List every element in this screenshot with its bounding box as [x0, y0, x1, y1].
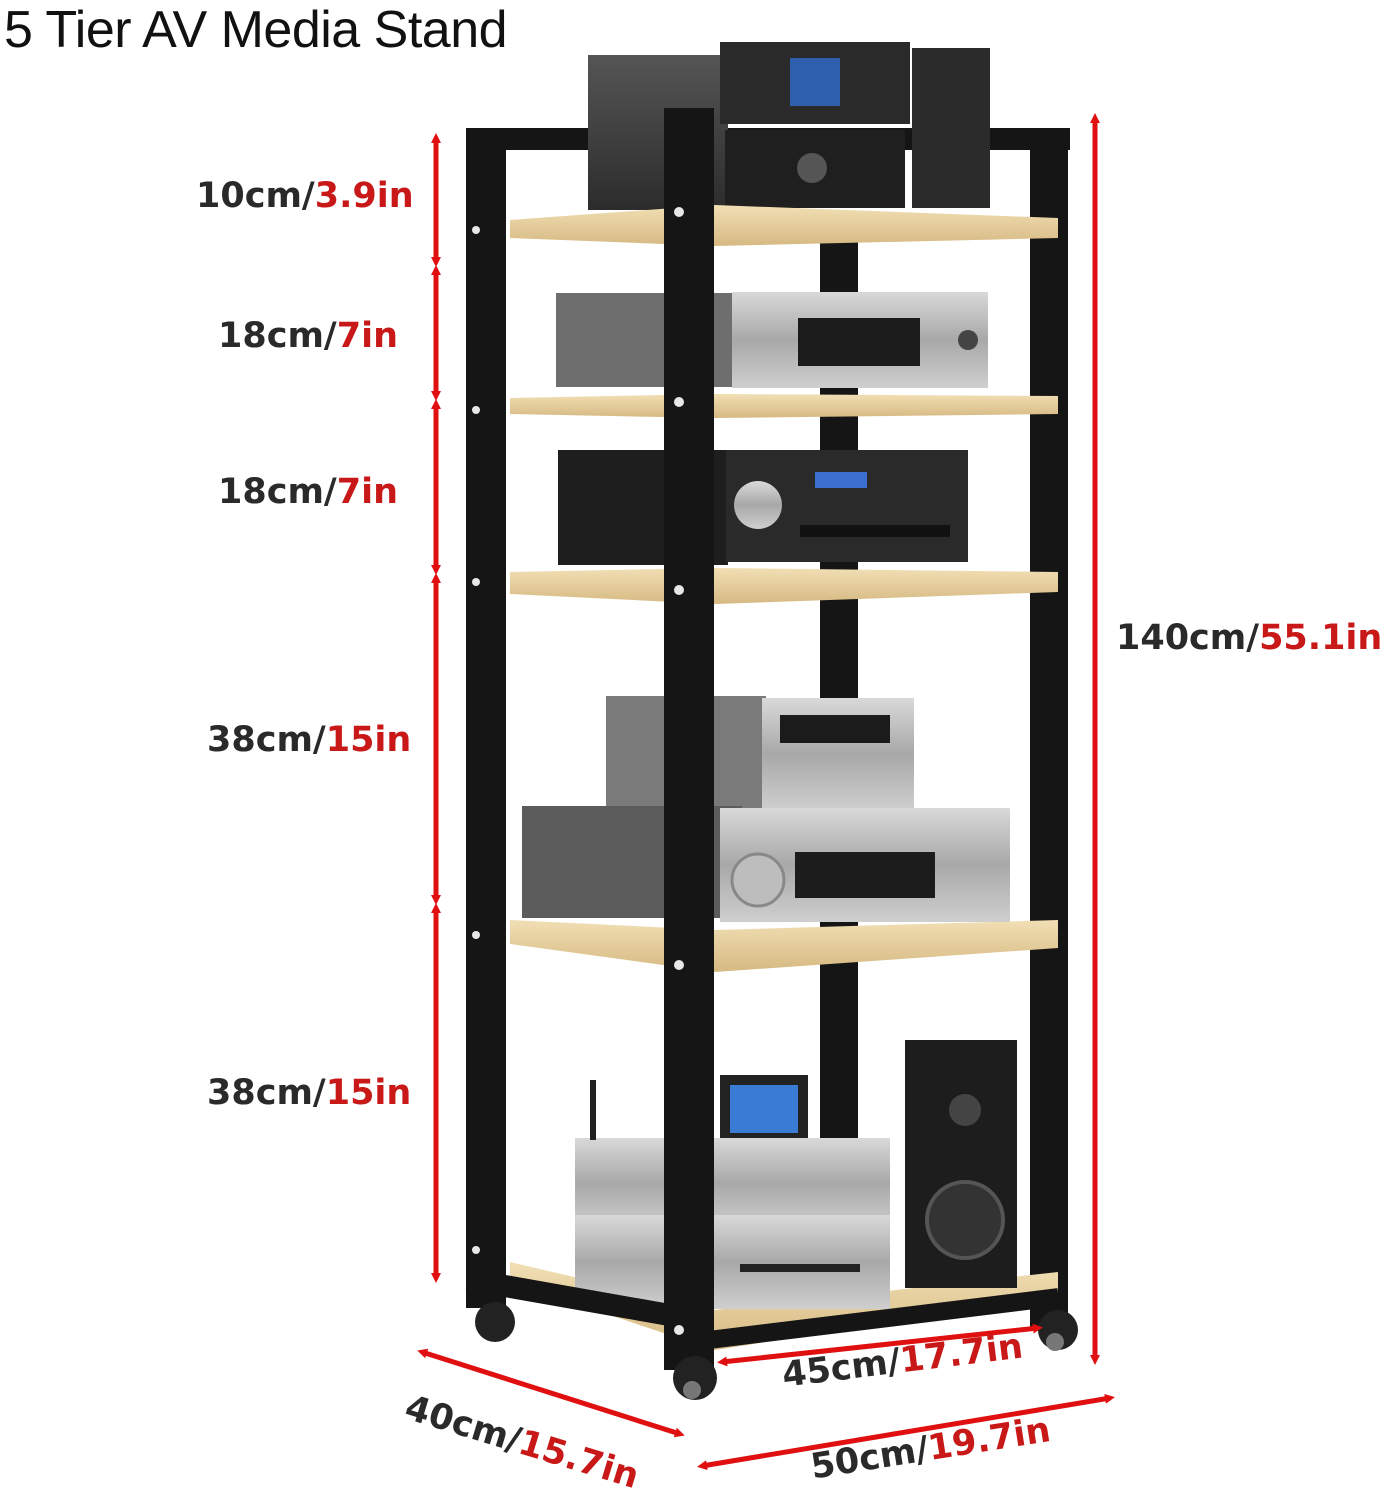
front-frame	[465, 108, 1060, 1370]
devices-tier-5	[575, 1040, 1017, 1309]
label-tier-1: 18cm/7in	[218, 316, 398, 356]
label-tier-1-in: 7in	[336, 316, 398, 356]
shelves	[510, 205, 1058, 1350]
arrow-depth	[417, 1348, 685, 1438]
top-devices	[588, 42, 990, 210]
label-total-height: 140cm/55.1in	[1116, 618, 1382, 658]
label-tier-4-cm: 38cm/	[207, 1073, 326, 1113]
arrow-shelf-width	[717, 1323, 1043, 1367]
label-tier-3-cm: 38cm/	[207, 720, 326, 760]
casters	[475, 1302, 1078, 1400]
image-title: 5 Tier AV Media Stand	[4, 1, 508, 59]
label-tier-2: 18cm/7in	[218, 472, 398, 512]
label-tier-2-cm: 18cm/	[218, 472, 337, 512]
label-tier-1-cm: 18cm/	[218, 316, 337, 356]
label-tier-4: 38cm/15in	[207, 1073, 411, 1113]
dimension-arrows	[417, 113, 1115, 1471]
shelf-1	[510, 205, 1058, 246]
shelf-3	[510, 568, 1058, 604]
receiver-tier-3	[558, 450, 968, 565]
label-top-clearance: 10cm/3.9in	[196, 176, 414, 216]
label-tier-2-in: 7in	[336, 472, 398, 512]
label-tier-4-in: 15in	[325, 1073, 412, 1113]
shelf-2	[510, 394, 1058, 418]
shelf-4	[510, 920, 1058, 972]
label-total-height-cm: 140cm/	[1116, 618, 1260, 658]
amplifier-tier-2	[556, 292, 988, 388]
label-total-height-in: 55.1in	[1259, 618, 1383, 658]
label-top-clearance-in: 3.9in	[314, 176, 414, 216]
label-tier-3: 38cm/15in	[207, 720, 411, 760]
devices-tier-4	[522, 696, 1010, 922]
arrow-overall-width	[697, 1393, 1115, 1471]
label-top-clearance-cm: 10cm/	[196, 176, 315, 216]
label-tier-3-in: 15in	[325, 720, 412, 760]
